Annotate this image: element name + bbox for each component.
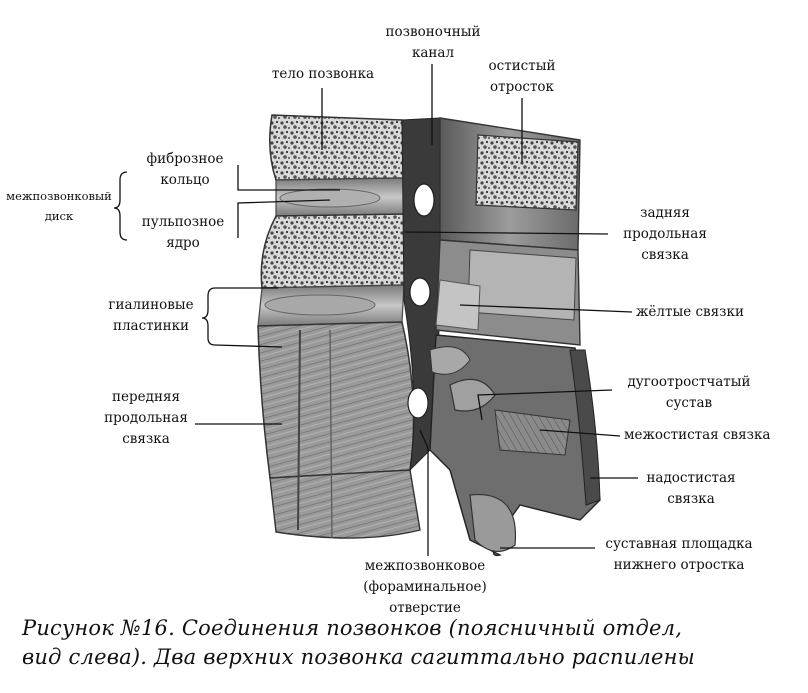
superior-articular — [429, 346, 471, 375]
label-posterior-longitudinal-ligament: задняя продольная связка — [623, 205, 707, 263]
label-articular-surface: суставная площадка нижнего отростка — [605, 536, 753, 573]
posterior-elements — [429, 117, 601, 557]
label-hyaline-plates: гиалиновые пластинки — [108, 297, 194, 334]
label-interspinous-ligament: межостистая связка — [624, 427, 771, 443]
lower-nucleus — [264, 294, 376, 316]
yellow-ligament — [435, 279, 481, 331]
upper-nucleus — [279, 188, 381, 208]
leader-lines — [113, 64, 638, 556]
inferior-articular-process — [469, 494, 517, 552]
spinal-canal — [401, 117, 443, 472]
label-vertebral-body: тело позвонка — [271, 66, 375, 82]
label-spinous-process: остистый отросток — [488, 58, 556, 95]
foramen-2 — [409, 277, 431, 307]
upper-vertebral-body — [269, 114, 405, 181]
foramen-3 — [407, 387, 429, 419]
label-spinal-canal: позвоночный канал — [385, 24, 481, 61]
label-facet-joint: дугоотростчатый сустав — [627, 374, 751, 411]
interspinous-ligament — [494, 409, 571, 456]
vertebral-bodies — [257, 114, 421, 539]
lower-vertebral-body — [257, 321, 415, 479]
spinous-process-upper — [475, 134, 579, 211]
bottom-fibers — [269, 469, 421, 539]
foramen-1 — [413, 183, 435, 217]
middle-vertebral-body — [260, 213, 411, 289]
label-annulus-fibrosus: фиброзное кольцо — [146, 151, 224, 188]
figure-caption: Рисунок №16. Соединения позвонков (поясн… — [22, 616, 695, 669]
label-intervertebral-disc: межпозвонковый диск — [6, 189, 112, 223]
label-nucleus-pulposus: пульпозное ядро — [141, 214, 225, 251]
label-supraspinous-ligament: надостистая связка — [646, 470, 736, 507]
label-anterior-longitudinal-ligament: передняя продольная связка — [104, 389, 188, 447]
label-intervertebral-foramen: межпозвонковое (фораминальное) отверстие — [363, 558, 487, 616]
facet-joint — [449, 378, 496, 412]
label-yellow-ligaments: жёлтые связки — [636, 304, 744, 320]
